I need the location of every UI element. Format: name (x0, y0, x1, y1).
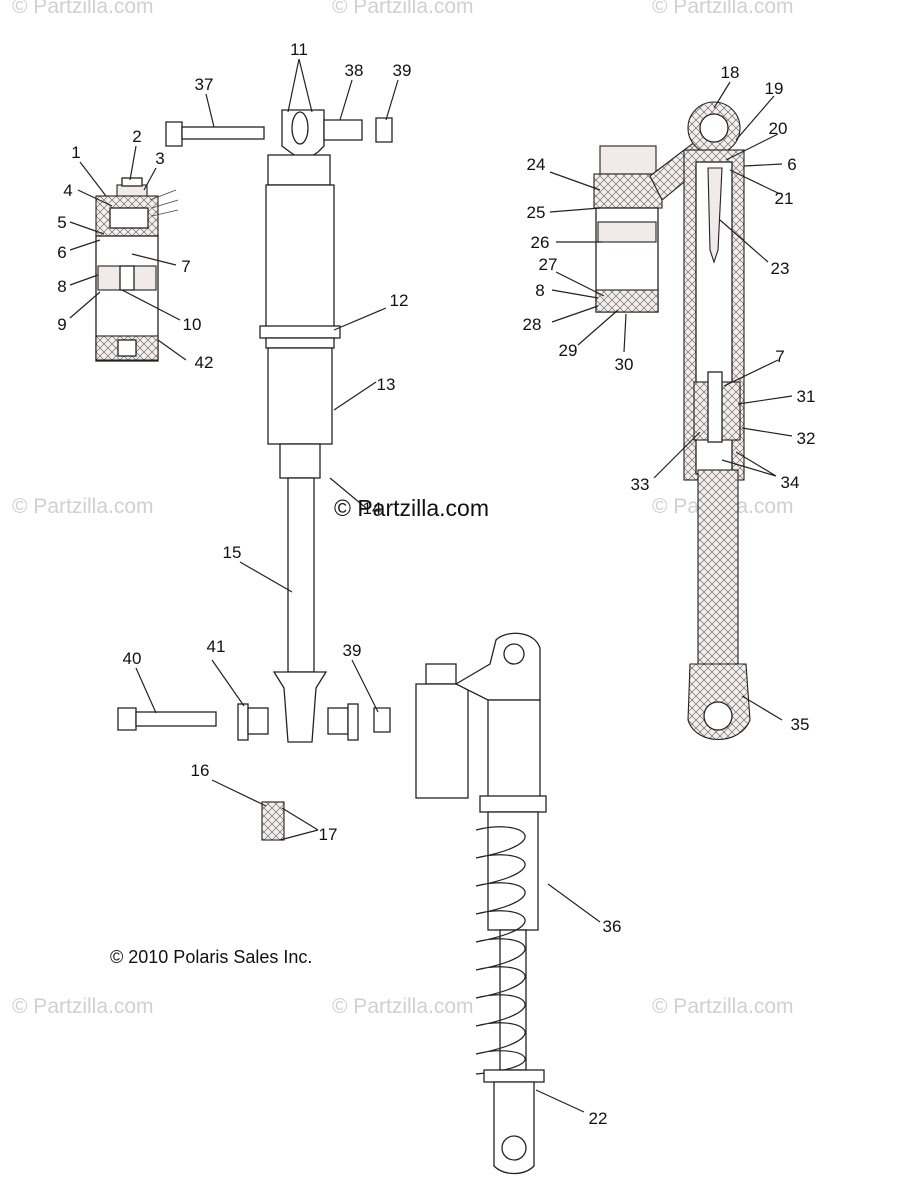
callout-labels: 11 38 39 37 12 13 14 15 40 41 39 16 17 1… (57, 40, 815, 1128)
callout-42: 42 (195, 353, 214, 372)
callout-2: 2 (132, 127, 141, 146)
right-shock-cutaway (593, 101, 751, 741)
watermark: © Partzilla.com (652, 0, 794, 18)
callout-17: 17 (319, 825, 338, 844)
callout-40: 40 (123, 649, 142, 668)
callout-38: 38 (345, 61, 364, 80)
callout-13: 13 (377, 375, 396, 394)
callout-35: 35 (791, 715, 810, 734)
watermark-layer: © Partzilla.com © Partzilla.com © Partzi… (12, 0, 794, 1018)
callout-4: 4 (63, 181, 72, 200)
callout-20: 20 (769, 119, 788, 138)
callout-28: 28 (523, 315, 542, 334)
callout-8: 8 (57, 277, 66, 296)
callout-29: 29 (559, 341, 578, 360)
callout-9: 9 (57, 315, 66, 334)
callout-10: 10 (183, 315, 202, 334)
callout-7: 7 (775, 347, 784, 366)
center-shock-exploded (117, 109, 393, 841)
callout-16: 16 (191, 761, 210, 780)
callout-25: 25 (527, 203, 546, 222)
callout-33: 33 (631, 475, 650, 494)
watermark: © Partzilla.com (332, 0, 474, 18)
callout-41: 41 (207, 637, 226, 656)
callout-39: 39 (393, 61, 412, 80)
callout-19: 19 (765, 79, 784, 98)
callout-1: 1 (71, 143, 80, 162)
callout-36: 36 (603, 917, 622, 936)
watermark: © Partzilla.com (652, 995, 794, 1018)
callout-22: 22 (589, 1109, 608, 1128)
watermark: © Partzilla.com (12, 495, 154, 518)
copyright-notice: © 2010 Polaris Sales Inc. (110, 947, 312, 967)
callout-11: 11 (290, 40, 308, 59)
callout-6: 6 (57, 243, 66, 262)
leader-lines (69, 58, 793, 1113)
callout-26: 26 (531, 233, 550, 252)
callout-7: 7 (181, 257, 190, 276)
watermark: © Partzilla.com (12, 995, 154, 1018)
left-reservoir-cutaway (95, 177, 179, 362)
callout-15: 15 (223, 543, 242, 562)
callout-18: 18 (721, 63, 740, 82)
callout-14: 14 (363, 499, 382, 518)
callout-27: 27 (539, 255, 558, 274)
callout-39: 39 (343, 641, 362, 660)
callout-6: 6 (787, 155, 796, 174)
partzilla-watermark: © Partzilla.com (334, 495, 489, 521)
watermark: © Partzilla.com (332, 995, 474, 1018)
callout-23: 23 (771, 259, 790, 278)
watermark: © Partzilla.com (12, 0, 154, 18)
callout-12: 12 (390, 291, 409, 310)
callout-24: 24 (527, 155, 546, 174)
callout-34: 34 (781, 473, 800, 492)
callout-8: 8 (535, 281, 544, 300)
callout-21: 21 (775, 189, 794, 208)
callout-5: 5 (57, 213, 66, 232)
assembled-shock-with-spring (415, 632, 547, 1175)
callout-31: 31 (797, 387, 816, 406)
callout-32: 32 (797, 429, 816, 448)
callout-37: 37 (195, 75, 214, 94)
callout-3: 3 (155, 149, 164, 168)
callout-30: 30 (615, 355, 634, 374)
